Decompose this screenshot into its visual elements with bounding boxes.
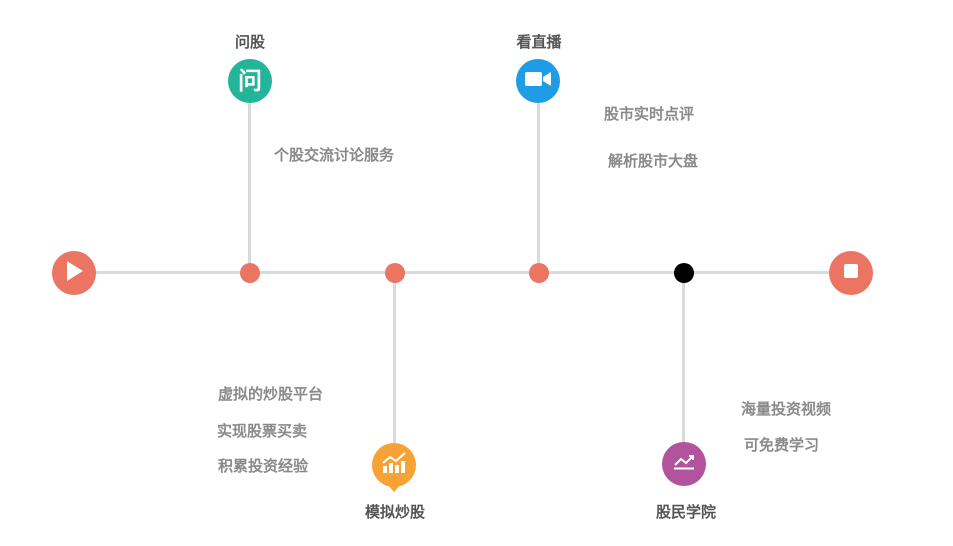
node-desc-zhibo-2: 解析股市大盘 xyxy=(608,152,699,170)
wengu-icon-circle[interactable]: 问 xyxy=(228,59,272,103)
xueyuan-icon-circle[interactable] xyxy=(662,442,706,486)
connector-wengu xyxy=(248,103,251,273)
node-desc-xueyuan-2: 可免费学习 xyxy=(744,436,820,454)
node-desc-wengu-1: 个股交流讨论服务 xyxy=(274,146,395,164)
timeline-dot-wengu xyxy=(240,263,260,283)
connector-zhibo xyxy=(537,103,540,273)
connector-xueyuan xyxy=(682,273,685,443)
node-title-xueyuan: 股民学院 xyxy=(655,503,717,521)
timeline-dot-moni xyxy=(385,263,405,283)
node-title-zhibo: 看直播 xyxy=(516,33,562,51)
moni-pin-tip xyxy=(387,484,401,492)
video-camera-icon xyxy=(524,70,552,92)
node-title-wengu: 问股 xyxy=(234,33,266,51)
chat-bubble-icon: 问 xyxy=(238,67,262,95)
node-desc-moni-2: 实现股票买卖 xyxy=(217,422,308,440)
timeline-axis xyxy=(74,271,852,274)
trend-chart-icon xyxy=(381,451,407,479)
node-desc-moni-3: 积累投资经验 xyxy=(218,457,309,475)
play-icon xyxy=(64,260,84,286)
node-desc-xueyuan-1: 海量投资视频 xyxy=(741,400,832,418)
start-circle[interactable] xyxy=(52,251,96,295)
stop-icon xyxy=(843,263,859,283)
moni-icon-circle[interactable] xyxy=(372,443,416,487)
connector-moni xyxy=(393,273,396,443)
end-circle[interactable] xyxy=(829,251,873,295)
timeline-dot-zhibo xyxy=(529,263,549,283)
node-title-moni: 模拟炒股 xyxy=(364,503,426,521)
zhibo-icon-circle[interactable] xyxy=(516,59,560,103)
node-desc-zhibo-1: 股市实时点评 xyxy=(604,105,695,123)
line-chart-icon xyxy=(673,454,695,474)
timeline-dot-xueyuan xyxy=(674,263,694,283)
node-desc-moni-1: 虚拟的炒股平台 xyxy=(218,385,324,403)
